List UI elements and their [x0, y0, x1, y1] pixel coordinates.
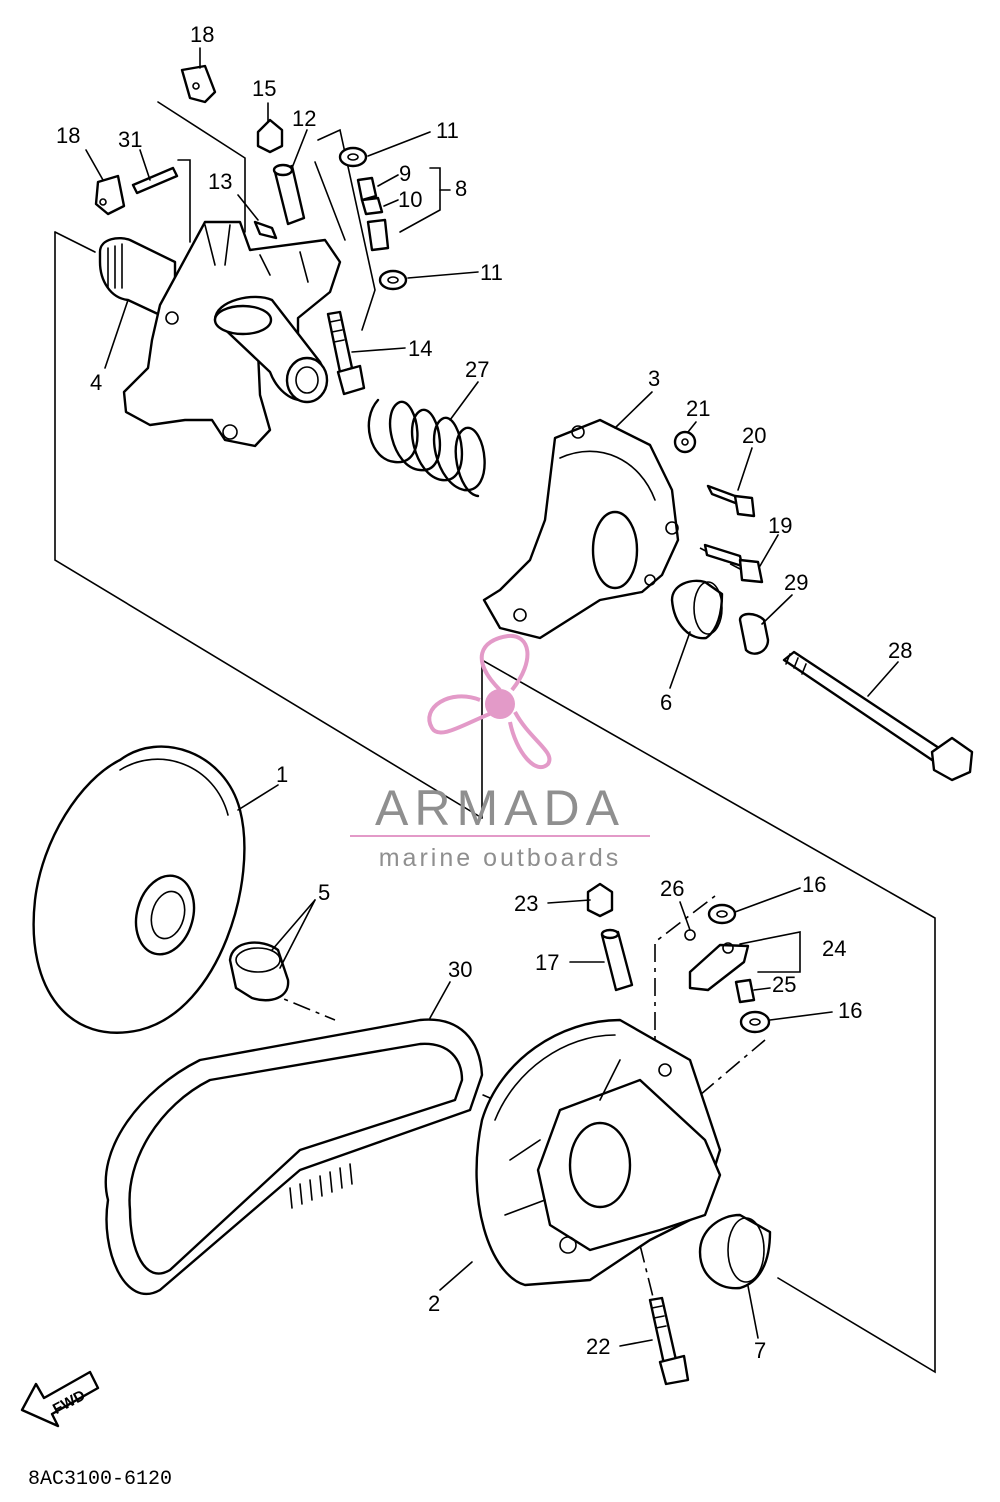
callout-16: 16 [838, 998, 862, 1023]
fwd-arrow-icon: FWD [20, 1370, 100, 1428]
callout-labels: 18 15 12 18 31 11 9 10 8 13 11 14 4 27 3… [56, 22, 912, 1363]
clip-part-29 [738, 612, 770, 655]
bushing-part-7 [698, 1213, 772, 1290]
secondary-small-parts [586, 882, 771, 1386]
weight-and-roller-parts [94, 64, 408, 396]
diagram-code: 8AC3100-6120 [28, 1468, 172, 1491]
callout-21: 21 [686, 396, 710, 421]
callout-28: 28 [888, 638, 912, 663]
bushing-part-6 [670, 579, 724, 640]
propeller-hub-icon [485, 689, 515, 719]
fixed-sheave-part-1 [32, 745, 246, 1034]
callout-22: 22 [586, 1334, 610, 1359]
callout-8: 8 [455, 176, 467, 201]
callout-16: 16 [802, 872, 826, 897]
callout-26: 26 [660, 876, 684, 901]
propeller-logo-icon [427, 633, 552, 769]
callout-5: 5 [318, 880, 330, 905]
armada-watermark: ARMADA marine outboards [350, 633, 650, 872]
callout-18: 18 [190, 22, 214, 47]
callout-leaders [85, 47, 899, 1347]
callout-18: 18 [56, 123, 80, 148]
callout-24: 24 [822, 936, 846, 961]
callout-17: 17 [535, 950, 559, 975]
callout-12: 12 [292, 106, 316, 131]
callout-7: 7 [754, 1338, 766, 1363]
primary-cover-part-3 [482, 418, 680, 640]
callout-9: 9 [399, 161, 411, 186]
callout-23: 23 [514, 891, 538, 916]
callout-15: 15 [252, 76, 276, 101]
callout-13: 13 [208, 169, 232, 194]
callout-11: 11 [480, 260, 503, 285]
callout-6: 6 [660, 690, 672, 715]
callout-10: 10 [398, 187, 422, 212]
assembly-guide-lines [54, 101, 936, 1374]
callout-30: 30 [448, 957, 472, 982]
callout-31: 31 [118, 127, 142, 152]
secondary-sheave-part-2 [475, 1018, 722, 1287]
cover-fasteners [673, 430, 764, 584]
callout-2: 2 [428, 1291, 440, 1316]
callout-20: 20 [742, 423, 766, 448]
callout-29: 29 [784, 570, 808, 595]
primary-sliding-sheave-part-4 [98, 220, 342, 448]
callout-25: 25 [772, 972, 796, 997]
callout-3: 3 [648, 366, 660, 391]
watermark-tagline: marine outboards [379, 844, 622, 872]
compression-spring-part-27 [367, 398, 486, 498]
callout-11: 11 [436, 118, 459, 143]
callout-4: 4 [90, 370, 102, 395]
callout-1: 1 [276, 762, 288, 787]
collar-part-5 [228, 941, 290, 1002]
callout-14: 14 [408, 336, 432, 361]
v-belt-part-30 [104, 1018, 484, 1296]
callout-27: 27 [465, 357, 489, 382]
long-bolt-part-28 [782, 650, 974, 782]
callout-19: 19 [768, 513, 792, 538]
watermark-brand: ARMADA [375, 780, 625, 836]
